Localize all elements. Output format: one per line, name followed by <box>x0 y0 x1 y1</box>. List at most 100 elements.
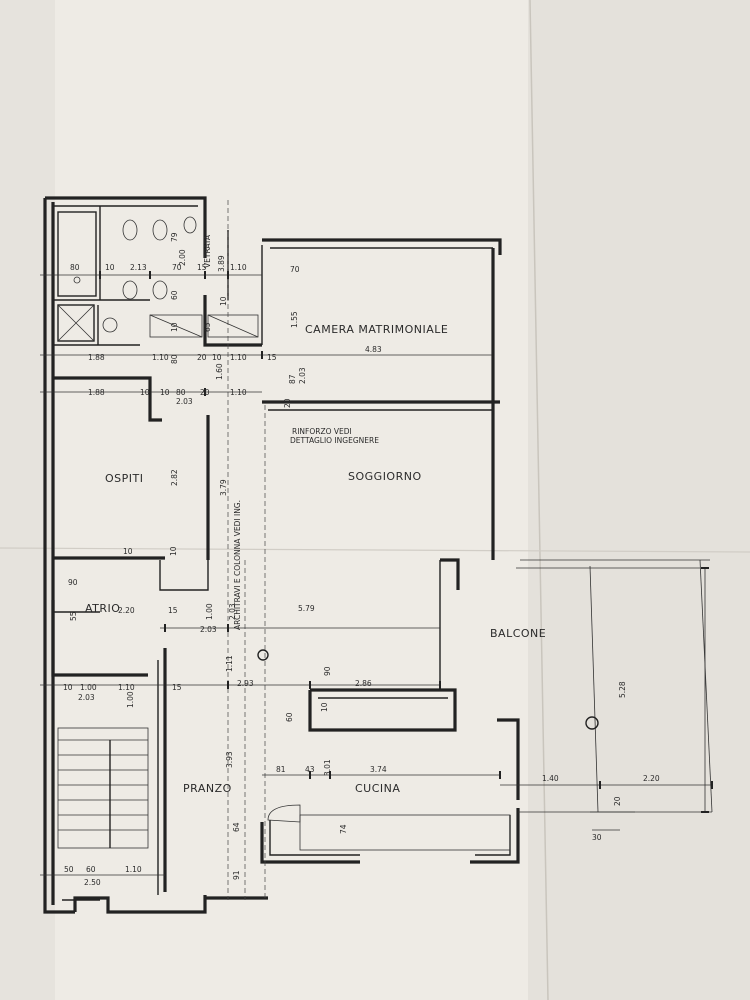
dim-label: 60 <box>86 865 96 874</box>
dim-label: 64 <box>232 822 241 832</box>
dim-label: 10 <box>123 547 133 556</box>
dim-label: 2.20 <box>643 774 660 783</box>
dim-label: 2.03 <box>200 625 217 634</box>
dim-label: 10 <box>212 353 222 362</box>
dim-label: 1.10 <box>230 388 247 397</box>
dim-label: 2.82 <box>170 469 179 486</box>
dim-label: 20 <box>200 388 210 397</box>
dim-label: 1.10 <box>118 683 135 692</box>
dim-label: 10 <box>320 702 329 712</box>
dim-label: 1.10 <box>152 353 169 362</box>
room-label-camera: CAMERA MATRIMONIALE <box>305 323 448 336</box>
room-label-soggiorno: SOGGIORNO <box>348 470 422 483</box>
dim-label: 10 <box>105 263 115 272</box>
dim-label: 2.93 <box>237 679 254 688</box>
dim-label: 3.89 <box>217 255 226 272</box>
dim-label: 79 <box>170 232 179 242</box>
note-rinforzo-1: RINFORZO VEDI <box>292 427 352 436</box>
dim-label: 2.13 <box>130 263 147 272</box>
dim-label: 1.55 <box>290 311 299 328</box>
dim-label: 15 <box>172 683 182 692</box>
wardrobe-2 <box>207 314 259 338</box>
dim-label: 15 <box>168 606 178 615</box>
dim-label: 80 <box>170 354 179 364</box>
dimension-lines <box>40 200 712 900</box>
dim-label: 1.11 <box>225 655 234 672</box>
dim-label: 1.10 <box>125 865 142 874</box>
dim-label: 2.03 <box>176 397 193 406</box>
note-vetrata: VETRATA <box>203 234 212 268</box>
dim-label: 90 <box>323 666 332 676</box>
dim-label: 1.40 <box>542 774 559 783</box>
dim-label: 10 <box>169 546 178 556</box>
fixtures <box>57 211 599 851</box>
sink <box>183 216 197 234</box>
paper-right-panel <box>528 0 750 1000</box>
dim-label: 1.10 <box>230 263 247 272</box>
room-label-pranzo: PRANZO <box>183 782 232 795</box>
dim-label: 65 <box>203 322 212 332</box>
dim-label: 60 <box>170 290 179 300</box>
dim-label: 20 <box>283 398 292 408</box>
dim-label: 87 <box>288 374 297 384</box>
note-architravi: ARCHITRAVI E COLONNA VEDI ING. <box>233 500 242 630</box>
dim-label: 90 <box>68 578 78 587</box>
dim-label: 2.03 <box>228 603 237 620</box>
dim-label: 2.86 <box>355 679 372 688</box>
dim-label: 2.03 <box>78 693 95 702</box>
dim-label: 3.01 <box>323 759 332 776</box>
dim-label: 43 <box>305 765 315 774</box>
dim-label: 20 <box>613 796 622 806</box>
dim-label: 10 <box>170 322 179 332</box>
dim-label: 10 <box>160 388 170 397</box>
dim-label: 10 <box>219 296 228 306</box>
dim-label: 81 <box>276 765 286 774</box>
staircase <box>57 727 149 849</box>
dim-label: 1.60 <box>215 363 224 380</box>
dim-label: 74 <box>339 824 348 834</box>
dim-label: 80 <box>176 388 186 397</box>
room-label-atrio: ATRIO <box>85 602 120 615</box>
note-rinforzo-2: DETTAGLIO INGEGNERE <box>290 436 379 445</box>
dim-label: 60 <box>285 712 294 722</box>
dim-label: 15 <box>267 353 277 362</box>
dim-label: 70 <box>172 263 182 272</box>
kitchen-counter <box>299 814 511 851</box>
dim-label: 2.50 <box>84 878 101 887</box>
toilet <box>122 219 138 241</box>
room-label-balcone: BALCONE <box>490 627 546 640</box>
dim-label: 50 <box>64 865 74 874</box>
dim-label: 3.79 <box>219 479 228 496</box>
bidet <box>152 219 168 241</box>
dim-label: 15 <box>197 263 207 272</box>
dim-label: 1.88 <box>88 353 105 362</box>
dim-label: 3.93 <box>225 751 234 768</box>
dim-label: 5.28 <box>618 681 627 698</box>
walls <box>43 196 713 914</box>
dim-label: 91 <box>232 870 241 880</box>
shower <box>57 304 95 342</box>
bathtub <box>57 211 97 297</box>
dim-label: 30 <box>592 833 602 842</box>
toilet-2 <box>122 280 138 300</box>
dim-label: 10 <box>140 388 150 397</box>
dim-label: 2.03 <box>298 367 307 384</box>
washbasin <box>102 317 118 333</box>
paper-main-panel <box>55 0 535 1000</box>
dim-label: 1.10 <box>230 353 247 362</box>
column-1 <box>257 649 269 661</box>
dim-label: 1.88 <box>88 388 105 397</box>
dim-label: 20 <box>197 353 207 362</box>
dimension-ticks <box>99 271 713 813</box>
dim-label: 2.20 <box>118 606 135 615</box>
kitchen-corner-unit <box>267 804 301 823</box>
dim-label: 3.74 <box>370 765 387 774</box>
bidet-2 <box>152 280 168 300</box>
dim-label: 1.00 <box>126 691 135 708</box>
dim-label: 2.00 <box>178 249 187 266</box>
room-label-ospiti: OSPITI <box>105 472 143 485</box>
dim-label: 4.83 <box>365 345 382 354</box>
dimension-labels: 80 10 2.13 70 15 1.10 70 79 2.00 60 3.89… <box>63 232 660 887</box>
